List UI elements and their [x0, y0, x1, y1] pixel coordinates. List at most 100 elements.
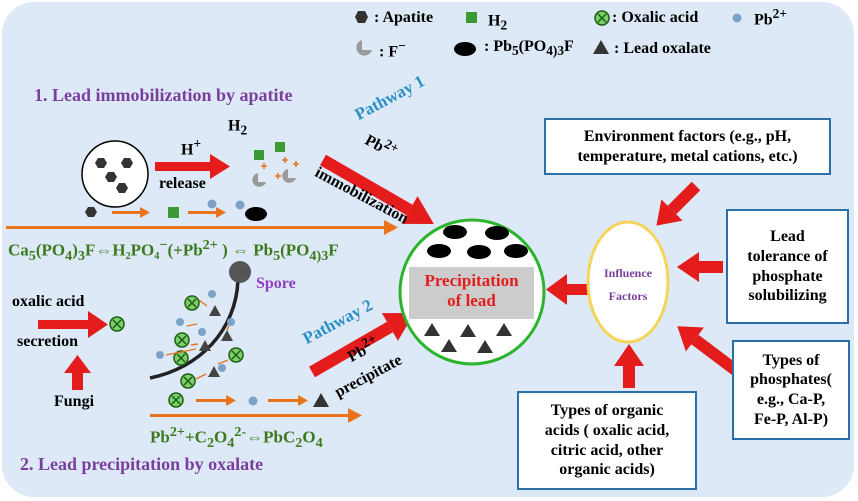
oxalic-acid-icon — [184, 295, 200, 311]
h-ion-label: H+ — [181, 136, 202, 159]
organic-line2: acids ( oxalic acid, — [544, 421, 670, 439]
precipitation-of-lead-label: Precipitation of lead — [409, 271, 534, 312]
pb-ion-icon — [235, 200, 245, 210]
pb-ion-icon — [208, 290, 216, 298]
oxalic-secretion-arrow — [38, 311, 108, 338]
oxalic-acid-icon — [168, 392, 184, 408]
lead-oxalate-icon — [221, 330, 233, 341]
environment-line1: Environment factors (e.g., pH, — [583, 127, 792, 145]
eq1-n: 4)3 — [309, 248, 329, 265]
pb-ion-icon — [248, 396, 258, 406]
legend-pb5-c: (PO — [518, 38, 547, 55]
eq1-m: (PO — [280, 240, 310, 260]
pb-ion-icon — [227, 318, 235, 326]
eq1-k: ) ⇔ Pb — [217, 240, 274, 260]
fluoride-legend-icon — [356, 40, 372, 56]
eq2-j: O — [302, 427, 316, 447]
pb5po43f-icon — [245, 207, 267, 221]
reaction-arrows — [165, 299, 230, 380]
legend-apatite: : Apatite — [374, 9, 434, 26]
legend-pb-ion: Pb2+ — [754, 6, 787, 29]
release-label: release — [159, 175, 206, 192]
lead-oxalate-icon — [209, 305, 221, 316]
eq2-f: 4 — [227, 435, 235, 452]
oxalic-acid-icon — [228, 347, 244, 363]
pathway1-arrow — [320, 154, 434, 224]
tolerance-line1: Lead — [770, 228, 805, 246]
small-arrow — [196, 395, 236, 406]
fluoride-icon — [282, 169, 296, 183]
oxalic-acid-label: oxalic acid — [12, 293, 85, 310]
organic-acids-arrow — [614, 344, 644, 388]
legend-pb-sup: 2+ — [772, 6, 787, 21]
pb-ion-icon — [207, 199, 217, 209]
spore-icon — [229, 261, 251, 283]
eq1-i: (+Pb — [167, 240, 203, 260]
fluoride-icon — [252, 173, 266, 187]
eq2-b: 2+ — [169, 424, 185, 440]
influence-to-precipitation-arrow — [546, 274, 590, 305]
small-arrow — [268, 395, 308, 406]
pb-ion-icon — [218, 364, 226, 372]
pb5po43f-icon — [443, 225, 467, 239]
legend-pb5-b: 5 — [512, 43, 519, 59]
h-ion-sup: + — [193, 136, 202, 151]
apatite-icon — [116, 183, 128, 193]
organic-line3: citric acid, other — [550, 441, 664, 459]
eq1-b: 5 — [28, 248, 36, 265]
oxalic-acid-icon — [109, 316, 125, 332]
eq1-h: − — [159, 237, 168, 253]
eq1-g: F⇔H₂PO₄ — [84, 240, 160, 260]
legend-pb5-e: F — [564, 38, 574, 55]
phosphates-line4: Fe-P, Al-P) — [753, 410, 829, 428]
lead-oxalate-icon — [496, 323, 512, 336]
fungi-label: Fungi — [54, 393, 95, 410]
pathway1-long-arrow — [6, 220, 398, 235]
pb5po43f-legend-icon — [454, 42, 476, 56]
influence-line1: Influence — [604, 266, 652, 280]
precipitation-label-bg — [409, 267, 534, 319]
legend-pb5-a: : Pb — [484, 38, 512, 55]
h2po4-icon — [275, 142, 285, 152]
eq2-d: 2 — [206, 435, 215, 452]
fungi-up-arrow — [64, 355, 91, 390]
section2-heading: 2. Lead precipitation by oxalate — [20, 454, 264, 474]
secretion-label: secretion — [17, 333, 79, 350]
eq1-l: 5 — [273, 248, 281, 265]
phosphate-types-arrow — [677, 326, 742, 377]
oxalic-acid-icon — [180, 373, 196, 389]
spore-label: Spore — [256, 275, 296, 292]
eq1-f: 3 — [77, 248, 85, 265]
oxalic-acid-icon — [174, 332, 190, 348]
tolerance-arrow — [677, 252, 723, 282]
legend-h2po4-text: H — [488, 12, 501, 30]
h2po4-sub: 2 — [240, 122, 248, 138]
eq1-d: 4 — [65, 248, 73, 265]
eq1-o: F — [328, 240, 339, 260]
eq1-c: (PO — [35, 240, 66, 260]
lead-oxalate-icon — [208, 366, 220, 377]
pb5po43f-icon — [427, 244, 451, 258]
phosphates-line2: phosphates( — [750, 371, 832, 389]
influence-line2: Factors — [608, 288, 648, 303]
pathway2-long-arrow — [150, 408, 362, 423]
influence-factors-ellipse — [586, 220, 670, 344]
tolerance-line2: tolerance of — [747, 247, 828, 265]
pb5po43f-icon — [485, 226, 509, 240]
oxalic-acid-legend-icon — [594, 10, 610, 26]
legend-h2po4: H2 — [488, 8, 507, 33]
environment-arrow — [656, 181, 701, 226]
pathway2-equation: Pb2++C2O42-⇔PbC2O4 — [150, 424, 323, 452]
organic-line1: Types of organic — [550, 402, 664, 420]
charge-marks — [261, 157, 299, 179]
phosphates-line1: Types of — [762, 351, 820, 369]
eq2-g: 2- — [234, 424, 247, 440]
legend-pb-text: Pb — [754, 11, 773, 29]
pb5po43f-icon — [467, 245, 491, 259]
small-arrow — [188, 207, 226, 218]
influence-factors-label: Influence Factors — [588, 262, 668, 308]
